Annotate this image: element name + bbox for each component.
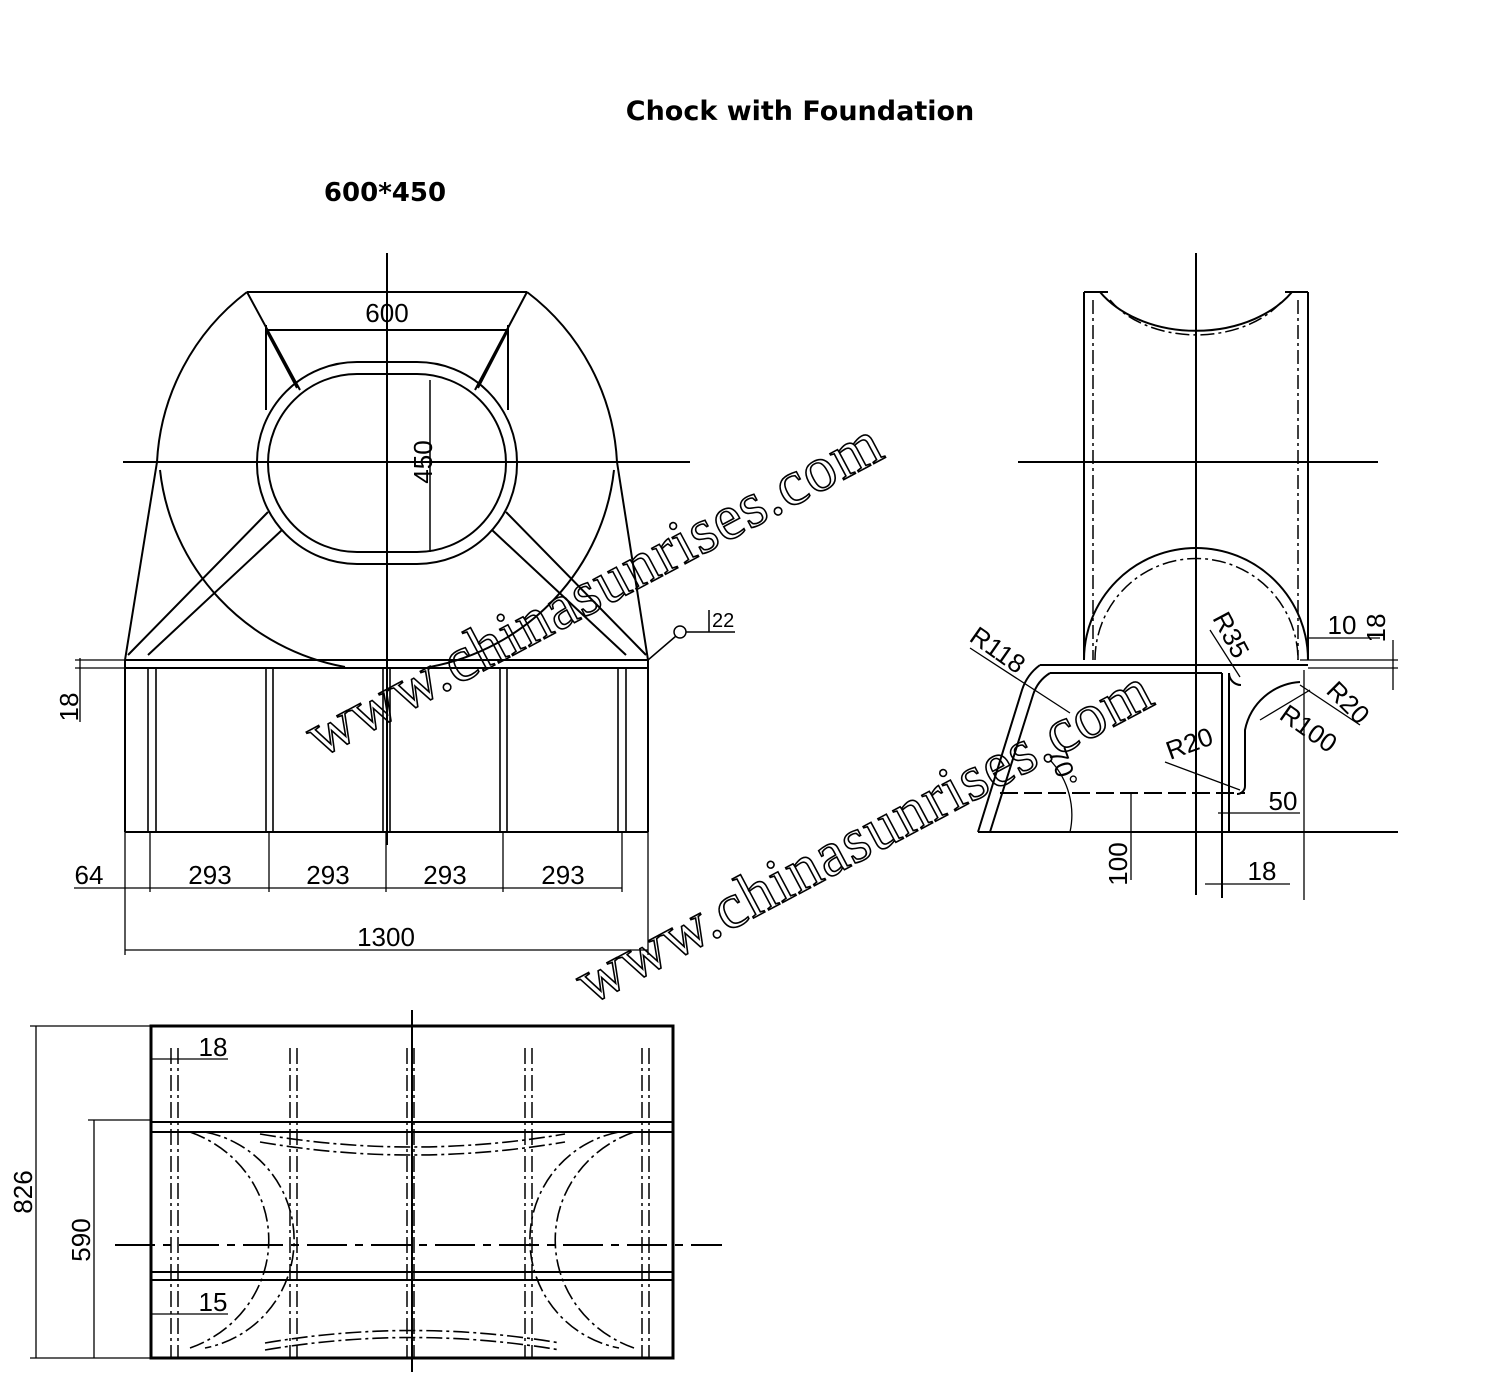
dim-100: 100 (1103, 842, 1133, 885)
drawing-title: Chock with Foundation (625, 96, 975, 127)
watermark-1: www.chinasunrises.com (293, 406, 894, 770)
dim-293-4: 293 (541, 860, 584, 890)
dim-450: 450 (408, 440, 438, 483)
dim-r20-web: R20 (1162, 721, 1217, 766)
dim-293-3: 293 (423, 860, 466, 890)
dim-18-top: 18 (1361, 614, 1391, 643)
dim-r35: R35 (1207, 607, 1256, 663)
dim-1300: 1300 (357, 922, 415, 952)
dim-18-web: 18 (1248, 856, 1277, 886)
dim-r20-edge: R20 (1321, 675, 1376, 730)
dim-15-web: 15 (199, 1287, 228, 1317)
dim-293-2: 293 (306, 860, 349, 890)
plan-view (30, 1010, 722, 1372)
watermark-2: www.chinasunrises.com (563, 653, 1164, 1017)
side-view (969, 253, 1398, 900)
plan-view-labels: 18 15 590 826 (8, 1032, 227, 1317)
dim-826: 826 (8, 1170, 38, 1213)
dim-590: 590 (66, 1218, 96, 1261)
dim-22-weld: 22 (712, 610, 734, 632)
front-view (74, 253, 735, 955)
dim-18-plate: 18 (54, 693, 84, 722)
size-label: 600*450 (323, 178, 447, 208)
dim-r118: R118 (965, 620, 1032, 679)
dim-50: 50 (1269, 786, 1298, 816)
dim-10: 10 (1328, 610, 1357, 640)
dim-18-rib: 18 (199, 1032, 228, 1062)
dim-600: 600 (365, 298, 408, 328)
dim-64: 64 (75, 860, 104, 890)
dim-293-1: 293 (188, 860, 231, 890)
front-view-labels: 600 450 18 22 64 293 293 293 293 1300 (54, 298, 734, 952)
